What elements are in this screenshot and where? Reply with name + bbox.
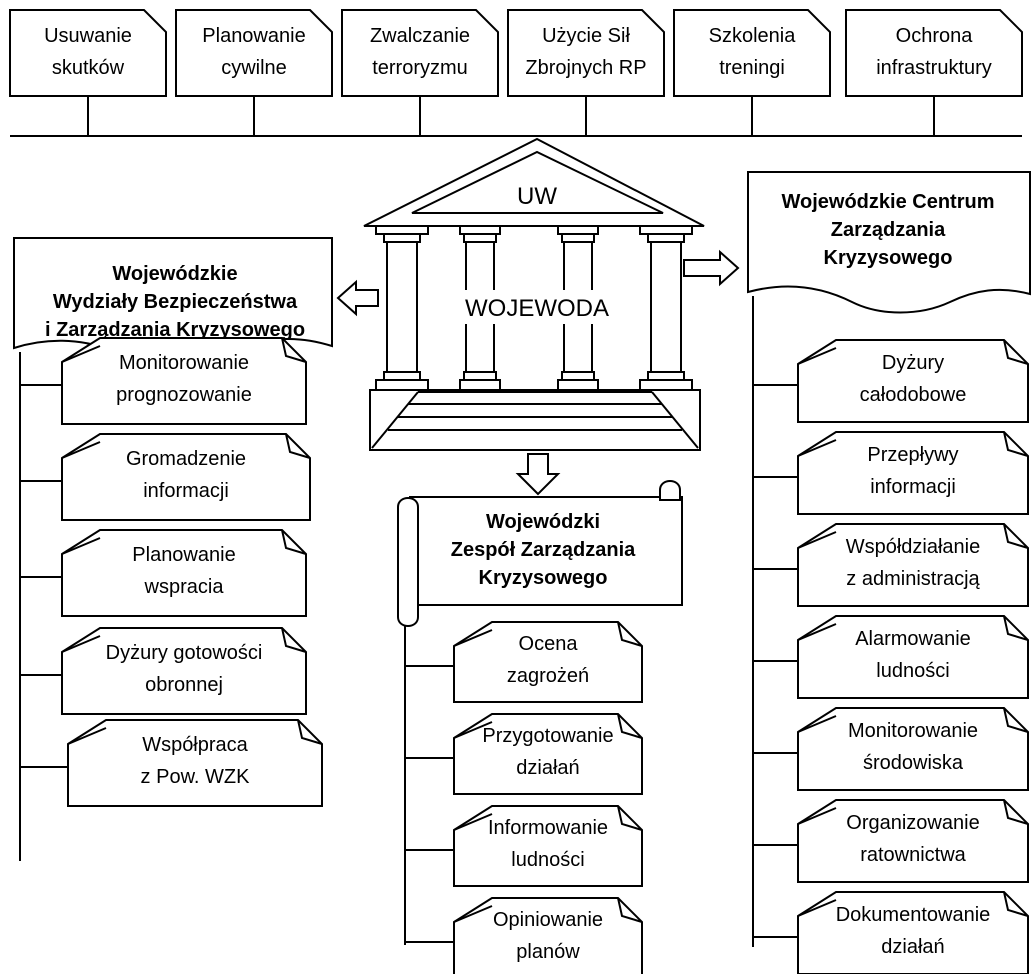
column bbox=[639, 225, 693, 235]
column bbox=[639, 379, 693, 391]
roof-label: UW bbox=[517, 183, 557, 210]
top-task-box bbox=[845, 9, 1023, 97]
task-box-fold bbox=[67, 719, 323, 745]
building-roof-inner bbox=[411, 150, 664, 214]
task-box bbox=[61, 529, 307, 617]
column bbox=[647, 233, 685, 243]
task-box-fold bbox=[61, 337, 307, 363]
task-box-fold bbox=[797, 799, 1029, 825]
arrow-down bbox=[515, 453, 561, 496]
task-box-fold bbox=[453, 897, 643, 923]
column bbox=[463, 371, 497, 381]
task-box-fold bbox=[453, 713, 643, 739]
column bbox=[386, 241, 418, 373]
arrow-right bbox=[683, 249, 740, 287]
governor-label: WOJEWODA bbox=[465, 295, 609, 322]
task-box-fold bbox=[797, 707, 1029, 733]
column bbox=[375, 379, 429, 391]
task-box-fold bbox=[797, 339, 1029, 365]
top-task-box bbox=[9, 9, 167, 97]
top-task-box bbox=[673, 9, 831, 97]
task-box-fold bbox=[797, 431, 1029, 457]
task-box-fold bbox=[453, 621, 643, 647]
column bbox=[557, 225, 599, 235]
task-box bbox=[67, 719, 323, 807]
column bbox=[463, 233, 497, 243]
building-steps bbox=[369, 389, 701, 451]
column bbox=[557, 379, 599, 391]
column bbox=[459, 225, 501, 235]
top-task-box bbox=[341, 9, 499, 97]
task-box-fold bbox=[61, 627, 307, 653]
arrow-left bbox=[336, 279, 379, 317]
right-unit-banner bbox=[747, 171, 1031, 314]
column bbox=[383, 371, 421, 381]
column bbox=[375, 225, 429, 235]
task-box bbox=[61, 627, 307, 715]
task-box-fold bbox=[797, 891, 1029, 917]
column bbox=[383, 233, 421, 243]
task-box bbox=[61, 337, 307, 425]
column bbox=[459, 379, 501, 391]
top-task-box bbox=[175, 9, 333, 97]
top-task-box bbox=[507, 9, 665, 97]
task-box-fold bbox=[61, 433, 311, 459]
task-box bbox=[61, 433, 311, 521]
task-box-fold bbox=[61, 529, 307, 555]
column bbox=[650, 241, 682, 373]
column bbox=[561, 233, 595, 243]
task-box-fold bbox=[797, 523, 1029, 549]
task-box-fold bbox=[453, 805, 643, 831]
task-box-fold bbox=[797, 615, 1029, 641]
voivodeship-office-building: UW WOJEWODA bbox=[363, 137, 705, 451]
column bbox=[647, 371, 685, 381]
column bbox=[561, 371, 595, 381]
